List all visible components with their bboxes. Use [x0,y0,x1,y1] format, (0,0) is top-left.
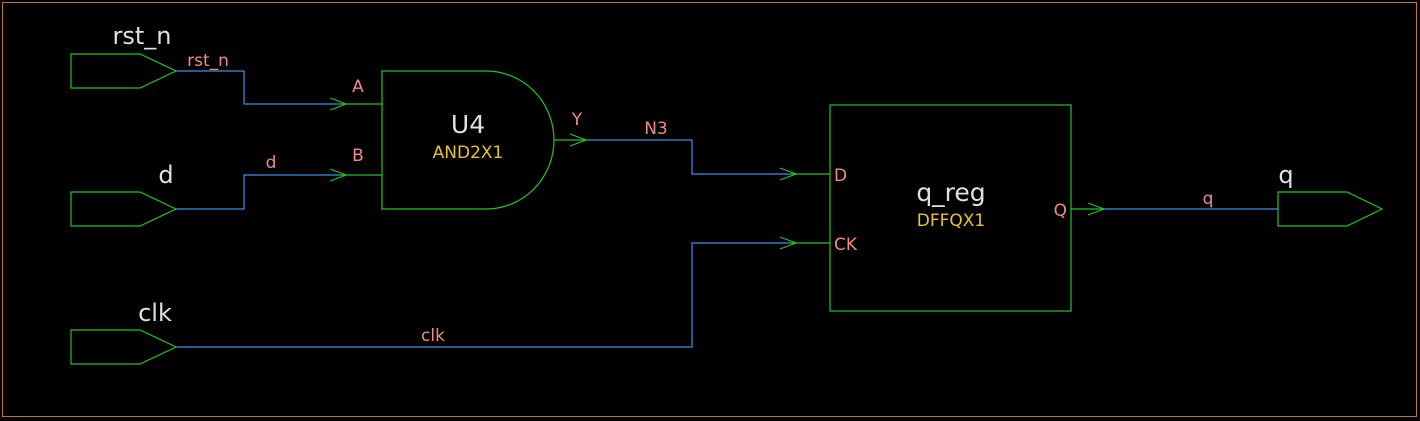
instance-name-q-reg: q_reg [916,178,985,207]
net-label-rst-n: rst_n [187,51,229,71]
pin-arrow-q-reg-q [1087,202,1106,216]
port-name-clk: clk [138,299,172,327]
port-shape-d[interactable] [70,191,178,227]
flip-flop-q-reg[interactable] [829,104,1072,312]
pin-label-q-reg-d: D [834,166,847,186]
net-label-n3: N3 [644,119,668,139]
net-wire-d[interactable] [176,174,340,210]
pin-label-u4-b: B [352,146,364,166]
port-name-d: d [158,161,173,189]
net-wire-clk[interactable] [176,242,790,348]
port-shape-clk[interactable] [70,329,178,365]
pin-arrow-q-reg-ck [779,236,798,250]
pin-arrow-u4-a [329,97,348,111]
pin-arrow-u4-b [329,168,348,182]
net-wire-rst-n[interactable] [176,70,340,105]
pin-label-q-reg-ck: CK [834,235,858,255]
pin-label-u4-a: A [352,77,364,97]
instance-name-u4: U4 [451,110,485,139]
net-label-clk: clk [421,326,445,346]
net-wire-n3[interactable] [590,139,790,175]
port-shape-q[interactable] [1277,191,1384,227]
port-name-q: q [1278,161,1293,189]
and-gate-u4[interactable] [381,70,555,210]
cell-type-q-reg: DFFQX1 [917,211,986,231]
net-label-d: d [266,153,277,173]
cell-type-u4: AND2X1 [433,143,504,163]
pin-arrow-q-reg-d [779,167,798,181]
port-name-rst-n: rst_n [113,22,172,50]
pin-arrow-u4-y [569,133,588,147]
port-shape-rst-n[interactable] [70,53,178,89]
pin-label-q-reg-q: Q [1054,201,1067,221]
net-label-q: q [1203,189,1214,209]
pin-label-u4-y: Y [571,110,583,130]
